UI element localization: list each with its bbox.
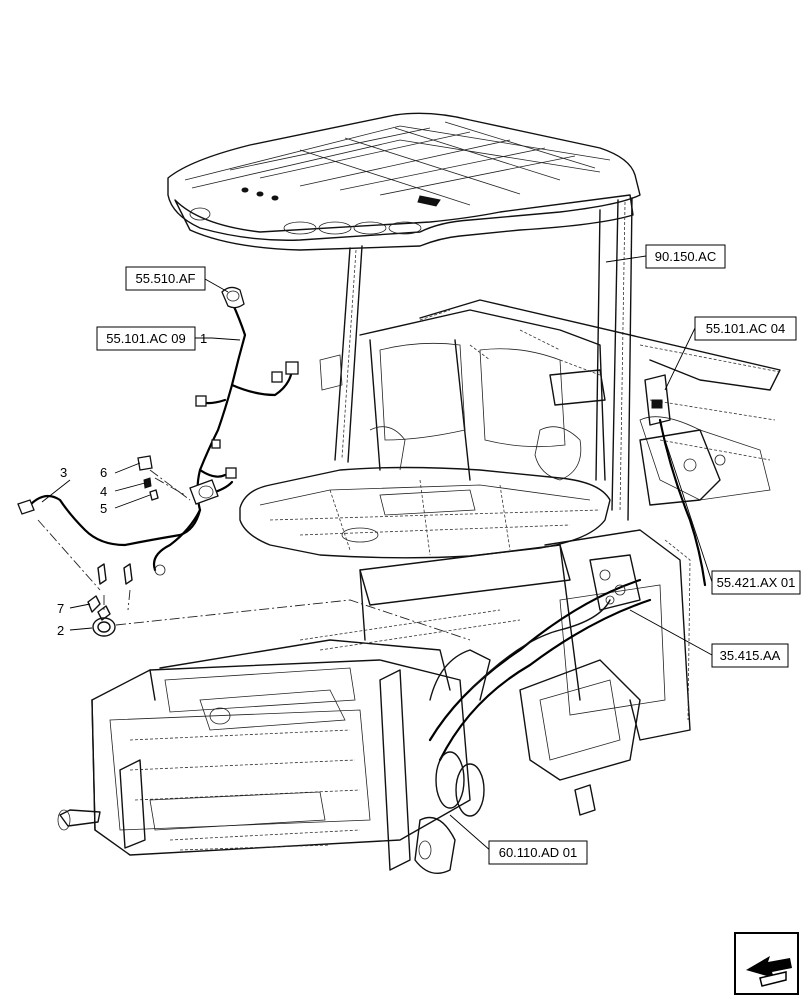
reference-label-text: 55.421.AX 01 [717, 575, 796, 590]
reference-label[interactable]: 55.421.AX 01 [711, 570, 801, 595]
reference-label-text: 55.101.AC 09 [106, 331, 186, 346]
callout-number: 5 [100, 501, 107, 516]
reference-label-text: 60.110.AD 01 [499, 845, 578, 860]
reference-label-text: 55.510.AF [136, 271, 196, 286]
callout-number: 4 [100, 484, 107, 499]
loose-parts [17, 455, 471, 641]
cab-roof [167, 112, 641, 251]
arrow-back-icon[interactable] [734, 932, 799, 995]
chassis [57, 609, 521, 871]
callout-number: 3 [60, 465, 67, 480]
callout-number: 1 [200, 331, 207, 346]
reference-label[interactable]: 55.101.AC 04 [694, 316, 797, 341]
reference-label-text: 35.415.AA [720, 648, 781, 663]
cab-body [319, 299, 781, 501]
callout-number: 7 [57, 601, 64, 616]
wiring-harness [28, 286, 299, 576]
reference-label[interactable]: 55.510.AF [125, 266, 206, 291]
reference-label[interactable]: 35.415.AA [711, 643, 789, 668]
reference-label-text: 55.101.AC 04 [706, 321, 786, 336]
reference-label-text: 90.150.AC [655, 249, 716, 264]
callout-number: 2 [57, 623, 64, 638]
callout-number: 6 [100, 465, 107, 480]
reference-label[interactable]: 55.101.AC 09 [96, 326, 196, 351]
leader-lines [41, 255, 713, 853]
reference-label[interactable]: 60.110.AD 01 [488, 840, 588, 865]
reference-label[interactable]: 90.150.AC [645, 244, 726, 269]
cab-floor [239, 466, 611, 559]
cab-pillars [334, 197, 633, 521]
support-structure [359, 374, 726, 874]
